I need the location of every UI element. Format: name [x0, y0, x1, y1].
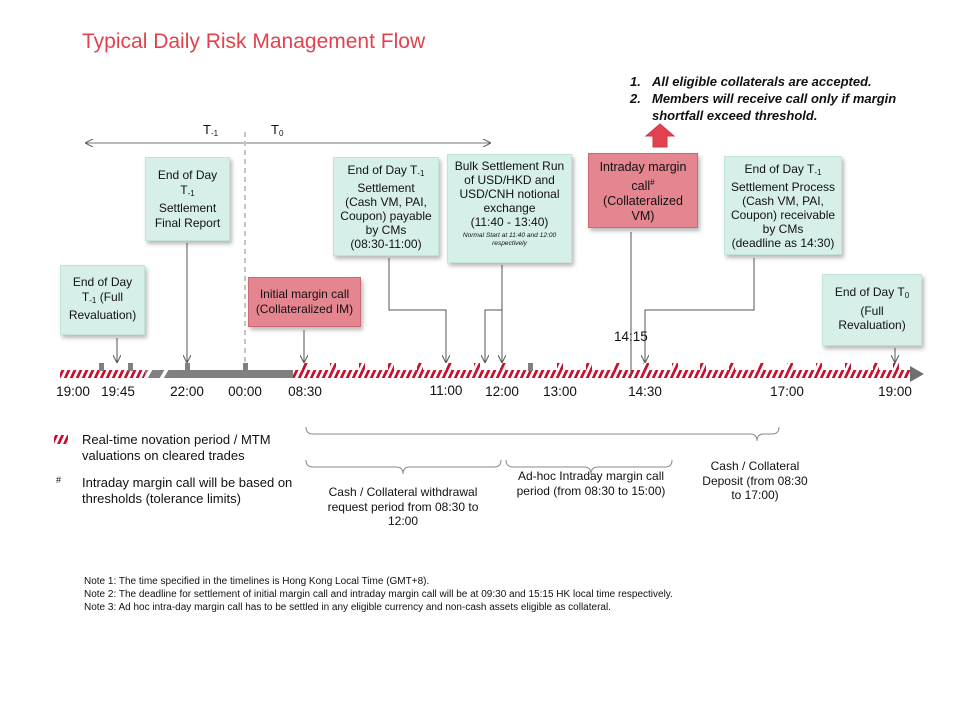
tick-label: 12:00 [485, 384, 519, 399]
box-intraday-margin-call: Intraday margin call# (Collateralized VM… [588, 153, 698, 228]
footnotes: Note 1: The time specified in the timeli… [84, 575, 673, 614]
tick-label: 19:00 [878, 384, 912, 399]
key-points: 1. All eligible collaterals are accepted… [630, 73, 900, 124]
tick-label: 19:45 [101, 384, 135, 399]
box-initial-margin-call: Initial margin call (Collateralized IM) [248, 277, 361, 327]
note-1: Note 1: The time specified in the timeli… [84, 576, 430, 587]
tick-label: 08:30 [288, 384, 322, 399]
period-braces [305, 426, 780, 475]
legend-intraday: Intraday margin call will be based on th… [82, 475, 293, 506]
up-arrow-icon [644, 123, 676, 148]
page-title: Typical Daily Risk Management Flow [82, 30, 426, 53]
box-bulk-settlement-run: Bulk Settlement Run of USD/HKD and USD/C… [447, 154, 572, 263]
tick-label: 14:30 [628, 384, 662, 399]
tick-label: 22:00 [170, 384, 204, 399]
period-withdrawal: Cash / Collateral withdrawal request per… [327, 485, 479, 528]
note-2: Note 2: The deadline for settlement of i… [84, 589, 673, 600]
bulk-settlement-note: Normal Start at 11:40 and 12:00 respecti… [462, 232, 557, 247]
legend-hash-symbol: # [56, 475, 62, 485]
timeline [60, 363, 924, 382]
box-eod-settlement-final-report: End of Day T-1 Settlement Final Report [145, 157, 230, 241]
period-label-t-minus-1: T-1 [203, 122, 219, 138]
brace-withdrawal [305, 459, 502, 475]
box-eod-t0-full-revaluation: End of Day T0 (Full Revaluation) [822, 274, 922, 346]
key-point-2: 2. Members will receive call only if mar… [630, 91, 897, 123]
tick-label: 00:00 [228, 384, 262, 399]
period-adhoc: Ad-hoc Intraday margin call period (from… [516, 469, 666, 498]
key-point-1: 1. All eligible collaterals are accepted… [630, 74, 872, 89]
legend-novation: Real-time novation period / MTM valuatio… [82, 432, 271, 463]
period-label-t-zero: T0 [271, 122, 284, 138]
box-eod-t-minus-1-full-revaluation: End of Day T-1 (Full Revaluation) [60, 265, 145, 335]
connectors [117, 232, 895, 375]
tick-label: 11:00 [429, 383, 463, 398]
time-label-1415: 14:15 [614, 329, 648, 344]
tick-label: 13:00 [543, 384, 577, 399]
box-eod-settlement-receivable: End of Day T-1 Settlement Process (Cash … [724, 156, 842, 255]
period-deposit: Cash / Collateral Deposit (from 08:30 to… [702, 459, 808, 502]
legend-hatch-swatch [54, 435, 68, 444]
tick-label: 17:00 [770, 384, 804, 399]
note-3: Note 3: Ad hoc intra-day margin call has… [84, 602, 611, 613]
brace-adhoc [505, 459, 673, 475]
brace-deposit [305, 426, 780, 442]
tick-label: 19:00 [56, 384, 90, 399]
box-eod-settlement-payable: End of Day T-1 Settlement (Cash VM, PAI,… [333, 157, 439, 256]
